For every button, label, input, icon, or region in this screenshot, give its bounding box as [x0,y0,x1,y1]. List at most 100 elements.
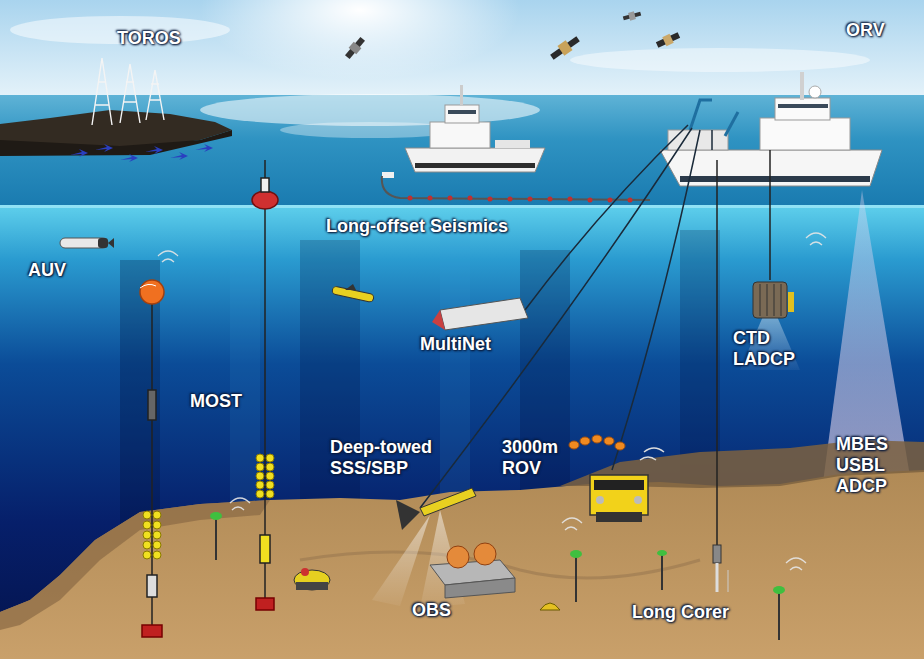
long-corer-part [716,563,719,592]
underwater-part [0,205,924,659]
seafloor-beacons-part-part [657,550,667,556]
mooring-left-part-part [143,521,151,529]
rov-part [590,475,648,515]
seismic-streamer-part [408,196,633,203]
rov-part [569,435,625,450]
ctd-rosette-part-part [781,284,782,316]
satellites-part-part [557,40,572,56]
seafloor-beacons-part-part [570,550,582,558]
long-corer-part [716,160,718,545]
satellites-part [548,34,581,62]
acoustic-waves-part [806,233,826,245]
equipment-label: MOST [190,391,242,412]
tow-cables [420,125,712,508]
mooring-left-part-part [143,531,151,539]
research-vessel-center-part [445,105,479,123]
mooring-left-part-part [143,551,151,559]
most-mooring-part [261,178,269,192]
obs-part [447,546,469,568]
most-mooring-part [252,191,278,209]
toros-radar-towers-part [92,58,112,125]
seafloor-beacons [210,512,785,640]
most-mooring-part [260,535,270,563]
acoustic-waves-part [230,498,250,510]
satellites-part-part [628,11,636,20]
seafloor-beacons-part-part [661,555,663,590]
rov-part-part [592,435,602,443]
rov-part-part [569,441,579,449]
research-vessel-orv-part [800,72,804,100]
rov-part [596,512,642,522]
research-vessel-center-part [405,148,545,172]
auv-part [98,238,108,248]
most-mooring-part-part [266,490,274,498]
seismic-streamer-part-part [448,196,453,201]
mooring-left-part [143,511,161,559]
research-vessel-orv-part [660,150,882,186]
island [0,110,232,156]
satellites-part-part [623,12,641,21]
ctd-rosette-part [769,150,771,280]
most-mooring-part-part [266,481,274,489]
radar-wave-arrows-part [170,152,188,160]
most-mooring-part-part [266,472,274,480]
satellites-part-part [550,36,580,59]
research-vessel-orv-part [760,118,850,150]
lander-part [294,570,330,590]
seismic-streamer [382,176,650,203]
deep-towed-sss-sbp-part [420,488,476,516]
radar-wave-arrows [70,144,213,162]
toros-radar-towers [92,58,164,125]
seafloor-part [0,470,924,659]
mooring-left-part-part [143,511,151,519]
seismic-streamer-part-part [608,198,613,203]
mooring-left [140,280,164,637]
mooring-left-part-part [153,541,161,549]
ctd-rosette-part [753,282,787,318]
auv-part [108,238,114,248]
seafloor-beacons-part-part [215,518,217,560]
rov [569,435,664,522]
research-vessel-center-part [495,140,530,148]
equipment-label: 3000m ROV [502,437,572,479]
seafloor-beacons-part [570,550,582,602]
rov-part [640,448,664,460]
seafloor-beacons-part-part [778,592,780,640]
seafloor-part [0,500,270,630]
satellites-part [622,10,641,22]
multinet-part [440,298,528,330]
satellites-part-part [345,37,365,59]
ctd-rosette-part [788,292,794,312]
rov-part [634,496,642,504]
research-vessel-center [382,85,545,178]
equipment-label: Deep-towed SSS/SBP [330,437,452,479]
seafloor [0,440,924,659]
most-mooring-part [256,454,274,498]
multinet [432,298,528,330]
most-mooring-part [256,598,274,610]
glider [332,284,375,302]
most-mooring-part-part [256,481,264,489]
mooring-left-part-part [153,531,161,539]
research-vessel-orv-part [680,176,870,182]
seismic-streamer-part [382,176,650,200]
seismic-streamer-part-part [468,196,473,201]
seafloor-beacons-part [773,586,785,640]
obs-part [474,543,496,565]
seismic-streamer-part-part [428,196,433,201]
equipment-label: Long-offset Seismics [326,216,508,237]
ctd-rosette-part-part [767,284,768,316]
lander [294,568,330,590]
satellites-part-part [656,32,680,48]
seismic-streamer-part-part [488,197,493,202]
acoustic-waves [158,233,826,570]
obs [430,543,560,610]
seafloor-beacons-part-part [575,556,577,602]
auv-part [60,238,108,248]
equipment-label: MultiNet [420,334,491,355]
seismic-streamer-part-part [508,197,513,202]
sky-part [570,48,870,72]
seismic-streamer-part-part [528,197,533,202]
seismic-streamer-part-part [588,198,593,203]
